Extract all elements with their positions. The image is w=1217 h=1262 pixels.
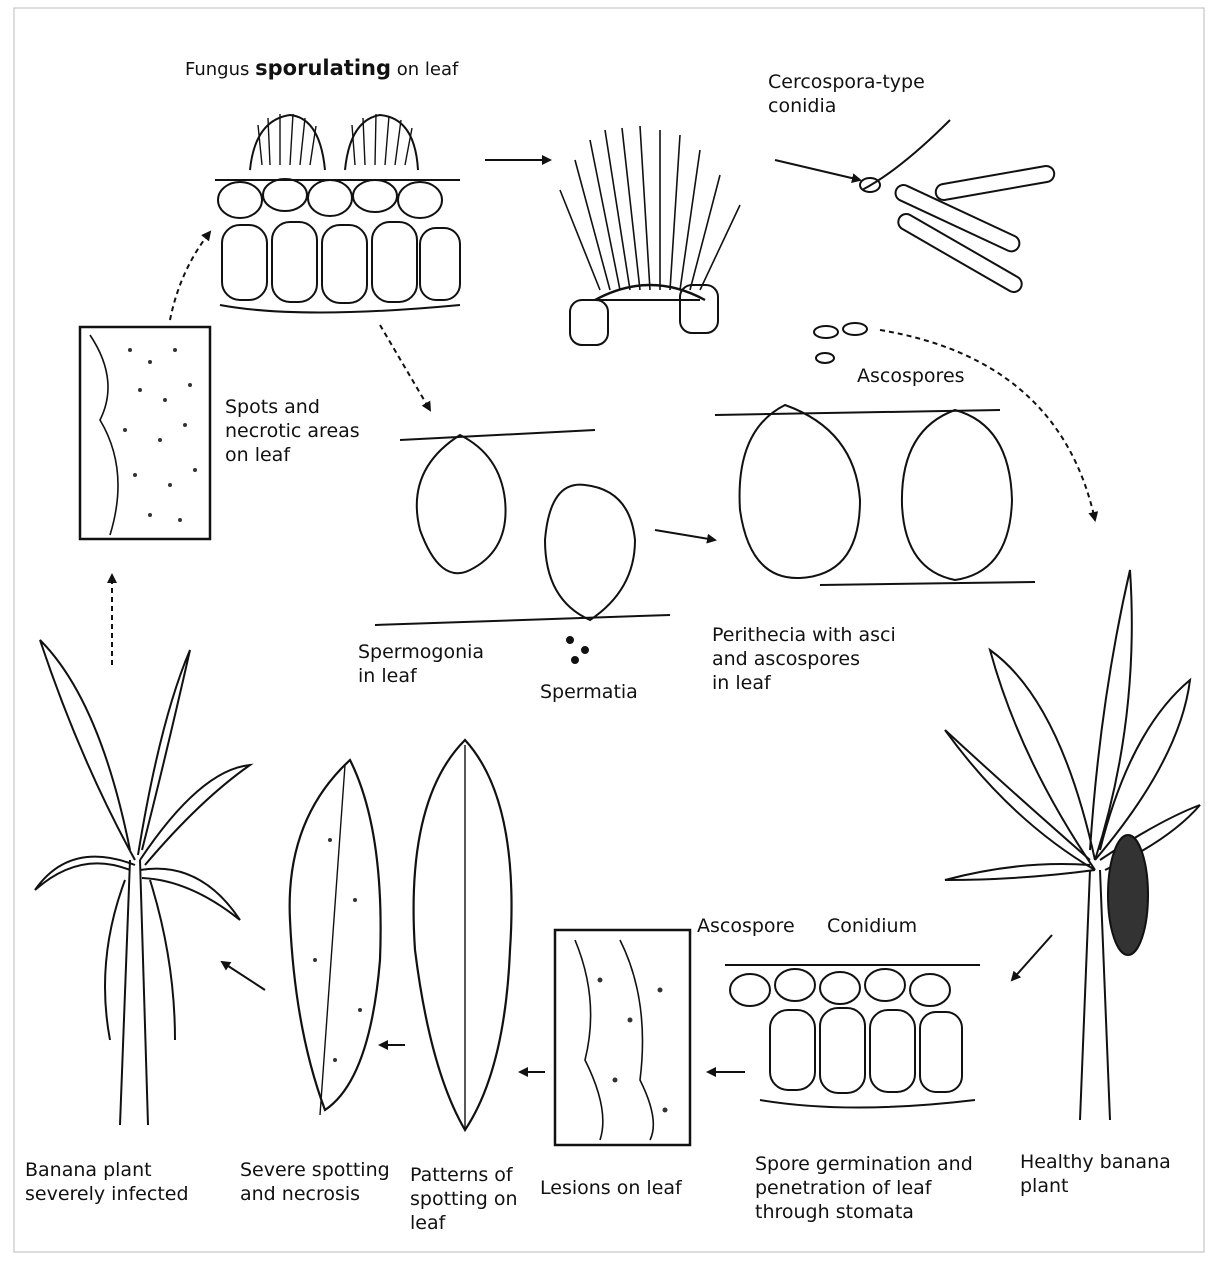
healthy-banana-plant-illustration [945, 570, 1200, 1120]
conidium-label: Conidium [827, 914, 917, 938]
banana-infected-label: Banana plant severely infected [25, 1158, 189, 1206]
sporulating-tissue-illustration [215, 114, 460, 313]
severe-spotting-leaf-illustration [290, 760, 381, 1115]
fungus-sporulating-label: Fungus sporulating on leaf [185, 56, 458, 82]
ascospore-label: Ascospore [697, 914, 795, 938]
lesions-leaf-section-illustration [555, 930, 690, 1145]
frame-border [14, 8, 1204, 1252]
cercospora-conidia-label: Cercospora-type conidia [768, 70, 925, 118]
spotting-pattern-leaf-illustration [414, 740, 512, 1130]
necrotic-leaf-section-illustration [80, 327, 210, 539]
perithecia-illustration [715, 323, 1035, 585]
perithecia-label: Perithecia with asci and ascospores in l… [712, 623, 896, 695]
healthy-banana-label: Healthy banana plant [1020, 1150, 1171, 1198]
fungus-word: Fungus [185, 59, 249, 80]
spots-necrotic-label: Spots and necrotic areas on leaf [225, 395, 360, 467]
spermatia-label: Spermatia [540, 680, 638, 704]
conidia-illustration [860, 120, 1055, 295]
spore-germination-label: Spore germination and penetration of lea… [755, 1152, 973, 1224]
spotting-patterns-label: Patterns of spotting on leaf [410, 1163, 518, 1235]
lesions-label: Lesions on leaf [540, 1176, 682, 1200]
conidiophore-cluster-illustration [560, 126, 740, 345]
spermogonia-illustration [375, 430, 670, 663]
ascospores-label: Ascospores [857, 364, 965, 388]
on-leaf-word: on leaf [397, 59, 459, 80]
spermogonia-label: Spermogonia in leaf [358, 640, 484, 688]
sporulating-word: sporulating [255, 56, 391, 80]
spore-germination-tissue-illustration [725, 965, 980, 1108]
infected-banana-plant-illustration [35, 640, 250, 1125]
severe-spotting-label: Severe spotting and necrosis [240, 1158, 390, 1206]
